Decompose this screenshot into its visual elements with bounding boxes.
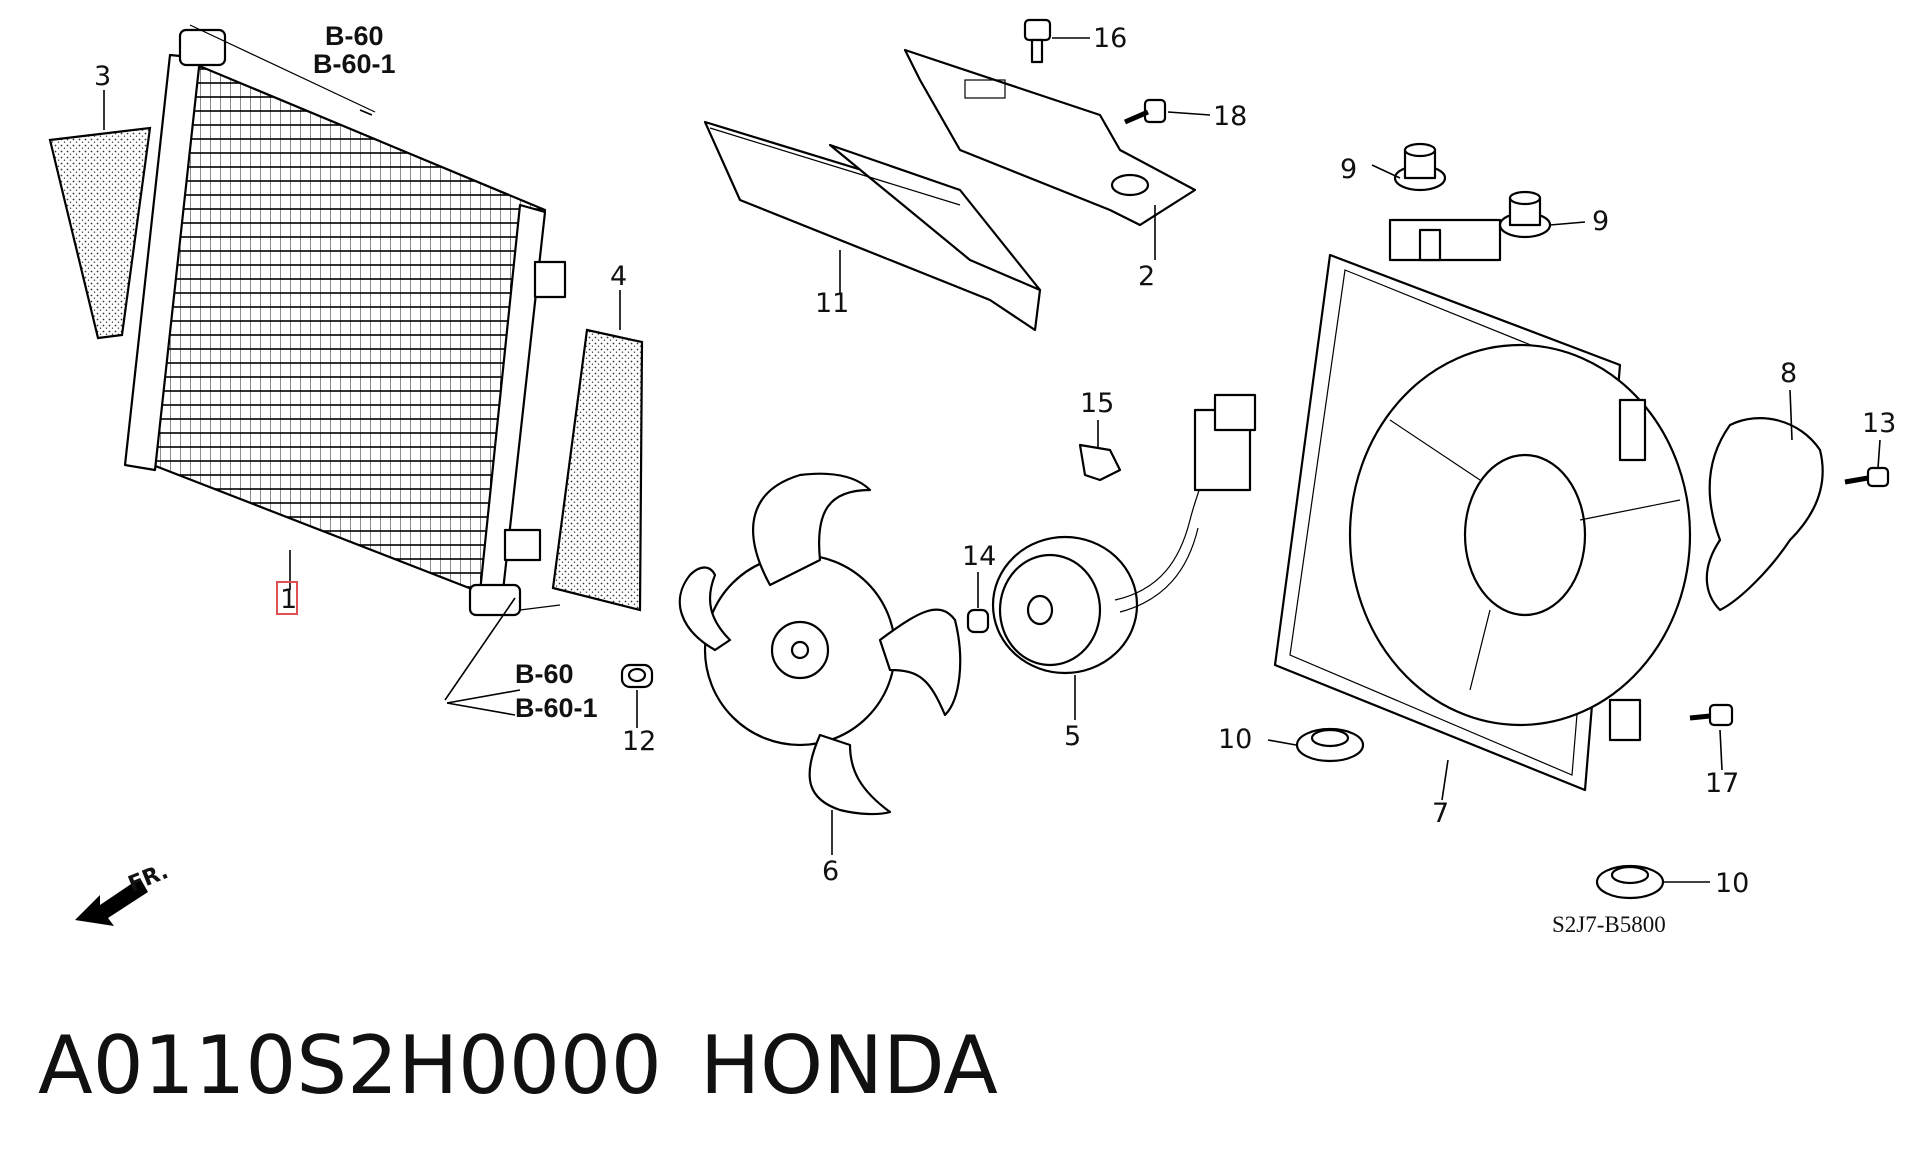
- highlight-box: [276, 581, 298, 615]
- bolt-18: [1124, 98, 1167, 125]
- callout-10-a: 10: [1218, 724, 1252, 755]
- front-marker-label: FR.: [125, 859, 172, 897]
- mount-9-b: [1498, 190, 1552, 239]
- callout-4: 4: [610, 261, 627, 292]
- callout-7: 7: [1432, 798, 1449, 829]
- diagram-code: S2J7-B5800: [1552, 912, 1666, 937]
- shroud: [1273, 218, 1692, 792]
- ref-top-2[interactable]: B-60-1: [313, 49, 396, 79]
- callout-12: 12: [622, 726, 656, 757]
- callout-6: 6: [822, 856, 839, 887]
- ref-top-1[interactable]: B-60: [325, 21, 384, 51]
- ref-bottom-1[interactable]: B-60: [515, 659, 574, 689]
- leader-lines: [103, 37, 1881, 883]
- air-guide: [703, 120, 1042, 332]
- callout-15: 15: [1080, 388, 1114, 419]
- callout-9-a: 9: [1340, 154, 1357, 185]
- front-direction-arrow-icon: FR.: [75, 859, 172, 926]
- callout-11: 11: [815, 288, 849, 319]
- condenser: [123, 24, 567, 617]
- seal-3: [48, 126, 152, 340]
- fan: [678, 472, 962, 816]
- callout-13: 13: [1862, 408, 1896, 439]
- callout-8: 8: [1780, 358, 1797, 389]
- callout-17: 17: [1705, 768, 1739, 799]
- callout-2: 2: [1138, 261, 1155, 292]
- callout-1: 1: [280, 584, 297, 615]
- grommet-10-a: [1295, 727, 1365, 763]
- cover-8: [1705, 417, 1824, 612]
- clip-15: [1078, 443, 1122, 482]
- callout-16: 16: [1093, 23, 1127, 54]
- bolt-16: [1023, 18, 1052, 64]
- callout-5: 5: [1064, 721, 1081, 752]
- footer-brand: HONDA: [700, 1019, 998, 1112]
- footer-part-number: A0110S2H0000: [38, 1019, 662, 1112]
- callout-10-b: 10: [1715, 868, 1749, 899]
- motor: [991, 393, 1257, 675]
- callout-18: 18: [1213, 101, 1247, 132]
- seal-4: [551, 328, 644, 612]
- bracket: [903, 48, 1197, 227]
- ref-bottom-2[interactable]: B-60-1: [515, 693, 598, 723]
- nut-12: [620, 663, 654, 689]
- nut-14: [966, 608, 990, 634]
- callout-14: 14: [962, 541, 996, 572]
- bolt-13: [1844, 466, 1890, 488]
- callout-3: 3: [94, 61, 111, 92]
- grommet-10-b: [1595, 864, 1665, 900]
- mount-9-a: [1393, 142, 1447, 192]
- callout-9-b: 9: [1592, 206, 1609, 237]
- bolt-17: [1689, 703, 1734, 727]
